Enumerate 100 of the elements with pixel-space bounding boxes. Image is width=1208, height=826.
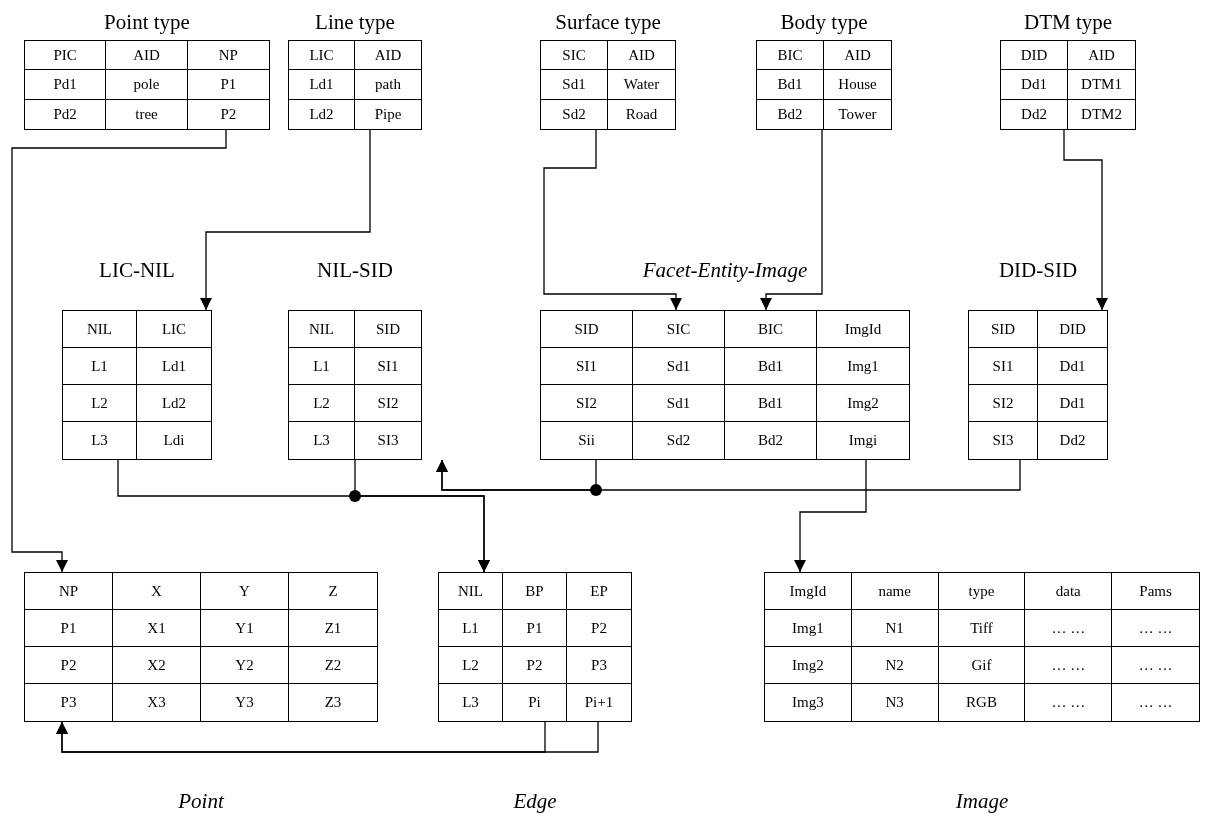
table-cell: AID [824, 41, 891, 71]
table-cell: Ld1 [289, 70, 355, 100]
table-cell: P2 [25, 647, 113, 684]
table-cell: AID [355, 41, 421, 71]
table-cell: Z1 [289, 610, 377, 647]
table-cell: … … [1025, 647, 1113, 684]
table-cell: Ld2 [289, 99, 355, 129]
table-title: NIL-SID [317, 258, 393, 283]
table-cell: SI2 [969, 385, 1038, 422]
table-cell: Z [289, 573, 377, 610]
table-cell: P1 [25, 610, 113, 647]
table-cell: Y3 [201, 684, 289, 721]
table-cell-text: Ldi [162, 431, 186, 450]
table-cell: P1 [187, 70, 269, 100]
table-cell: Pi [503, 684, 567, 721]
table-cell: SI3 [969, 422, 1038, 459]
table-cell: data [1025, 573, 1113, 610]
table-cell-text: Pi+1 [583, 693, 615, 712]
table-title: Facet-Entity-Image [642, 258, 808, 283]
table-cell: Dd1 [1038, 385, 1107, 422]
table-cell: Dd2 [1001, 99, 1068, 129]
table-cell-text: … … [1137, 693, 1174, 712]
table-cell: Sd2 [633, 422, 725, 459]
table-cell: Sii [541, 422, 633, 459]
connector-arrow [760, 129, 823, 311]
table-cell: AID [608, 41, 675, 71]
table-cell: L2 [289, 385, 355, 422]
table-cell: NIL [439, 573, 503, 610]
table-cell: SI1 [355, 348, 421, 385]
table-cell: N3 [851, 684, 939, 721]
table-cell: Img2 [817, 385, 909, 422]
table-cell: Sd1 [633, 385, 725, 422]
table-cell: DID [1001, 41, 1068, 71]
table-cell: P3 [567, 647, 631, 684]
table-cell: Sd2 [541, 99, 608, 129]
table-cell: NP [25, 573, 113, 610]
table-cell: Ld1 [137, 348, 211, 385]
table-cell: ImgId [817, 311, 909, 348]
table-cell: name [851, 573, 939, 610]
table-cell: … … [1025, 610, 1113, 647]
table-cell: L2 [63, 385, 137, 422]
connector-arrow [436, 459, 1021, 491]
table-cell: PIC [25, 41, 107, 71]
table-title: Line type [315, 10, 395, 35]
table-cell: LIC [289, 41, 355, 71]
connector-arrow [200, 129, 371, 311]
table-cell: DTM1 [1068, 70, 1135, 100]
table-cell: SID [541, 311, 633, 348]
table-cell: … … [1112, 610, 1199, 647]
table-cell: SIC [633, 311, 725, 348]
table-cell: type [938, 573, 1026, 610]
table-cell: Sd1 [633, 348, 725, 385]
table-cell: P2 [503, 647, 567, 684]
table-cell: BIC [725, 311, 817, 348]
table-cell: Z2 [289, 647, 377, 684]
table-cell: SI2 [355, 385, 421, 422]
table-cell: Pd2 [25, 99, 107, 129]
table-cell: BIC [757, 41, 824, 71]
table-cell: Water [608, 70, 675, 100]
table-cell: N2 [851, 647, 939, 684]
table-cell: NIL [63, 311, 137, 348]
table-cell: DID [1038, 311, 1107, 348]
table-cell: X2 [113, 647, 201, 684]
table-title: DTM type [1023, 10, 1113, 35]
table-title: Body type [780, 10, 868, 35]
table-cell: SI1 [969, 348, 1038, 385]
table-cell: … … [1025, 684, 1113, 721]
connector-arrow [543, 129, 682, 311]
table-cell: Bd1 [725, 348, 817, 385]
table-cell: P3 [25, 684, 113, 721]
table-cell: Y1 [201, 610, 289, 647]
table-cell: Y [201, 573, 289, 610]
table-cell: Img3 [765, 684, 852, 721]
table-cell: SIC [541, 41, 608, 71]
table-cell: LIC [137, 311, 211, 348]
table-cell: Y2 [201, 647, 289, 684]
table-cell: SID [355, 311, 421, 348]
table-cell: X1 [113, 610, 201, 647]
table-cell-text: SI3 [376, 431, 400, 450]
table-cell-text: Road [624, 104, 659, 124]
table-cell-text: Dd2 [1058, 431, 1087, 450]
table-cell: L3 [63, 422, 137, 459]
connector-arrow [354, 459, 490, 573]
table-cell-text: DTM2 [1080, 104, 1123, 124]
table-title: Image [955, 789, 1009, 814]
table-title: Surface type [555, 10, 661, 35]
table-cell-text: Imgi [847, 431, 879, 450]
table-cell: pole [106, 70, 188, 100]
table-cell: path [355, 70, 421, 100]
table-cell: … … [1112, 647, 1199, 684]
table-cell: N1 [851, 610, 939, 647]
table-cell: Ld2 [137, 385, 211, 422]
table-cell-text: Pipe [373, 104, 403, 124]
table-cell: Pd1 [25, 70, 107, 100]
table-cell: Bd1 [725, 385, 817, 422]
table-cell: ImgId [765, 573, 852, 610]
table-title: Point type [104, 10, 190, 35]
table-cell: X [113, 573, 201, 610]
connector-arrow [794, 459, 867, 573]
table-cell: SI1 [541, 348, 633, 385]
